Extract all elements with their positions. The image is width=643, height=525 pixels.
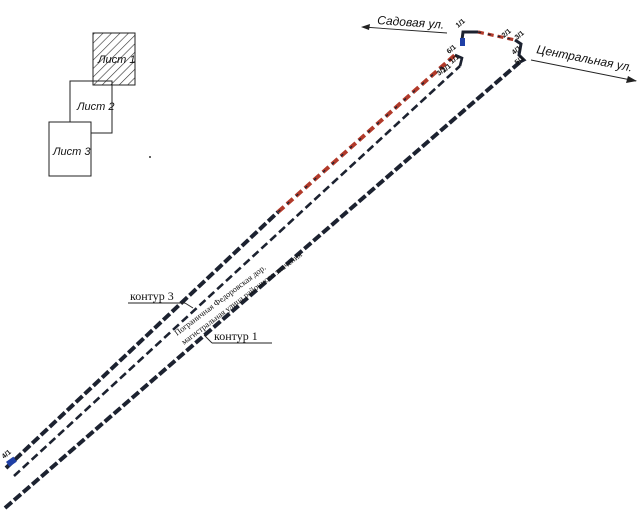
sheet-3-label: Лист 3 xyxy=(52,146,91,158)
contour-3-edge-upper-red xyxy=(276,53,457,214)
point-label: 1/1 xyxy=(449,54,461,66)
sheet-1-frame[interactable] xyxy=(92,32,136,86)
sheet-1-label: Лист 1 xyxy=(97,54,136,66)
street-centralnaya: Центральная ул. xyxy=(530,42,637,83)
contour-3-callout: контур 3 xyxy=(128,289,194,309)
contour-1-boundary xyxy=(3,30,527,510)
point-label: 5/1 xyxy=(514,55,526,67)
contour-1-label: контур 1 xyxy=(214,329,258,343)
contour-3-label: контур 3 xyxy=(130,289,174,303)
street-centralnaya-arrow xyxy=(530,59,637,82)
point-label: 2/1 xyxy=(501,28,513,40)
sheet-index: Лист 1 Лист 2 Лист 3 xyxy=(48,32,136,177)
contour-3-leader-tail xyxy=(184,302,194,309)
contour-3-top-cap xyxy=(454,53,464,67)
contour-3-edge-upper-dark-overlay xyxy=(277,54,456,213)
marker-left-blue xyxy=(6,456,17,467)
street-sadovaya-arrow xyxy=(362,26,448,34)
contour-1-leader-tail xyxy=(203,334,213,344)
stray-dot xyxy=(149,156,151,158)
contour-1-top-connector xyxy=(460,30,478,41)
marker-top-blue xyxy=(460,38,465,46)
sheet-3-frame[interactable] xyxy=(48,121,92,177)
contour-1-corner xyxy=(514,38,527,64)
street-sadovaya-arrowhead xyxy=(361,24,370,30)
street-sadovaya: Садовая ул. xyxy=(361,13,448,34)
point-label: 1/1 xyxy=(455,18,467,30)
street-centralnaya-arrowhead xyxy=(626,76,637,83)
contour-3-edge-lower xyxy=(4,210,280,470)
point-labels: 1/1 2/1 3/1 4/1 5/1 6/1 1/1 2/1 3/1 4/1 xyxy=(1,18,526,461)
point-label: 6/1 xyxy=(446,44,458,56)
point-label: 4/1 xyxy=(1,449,13,461)
street-centralnaya-label: Центральная ул. xyxy=(535,42,633,74)
point-label: 3/1 xyxy=(436,66,448,78)
sheet-2-label: Лист 2 xyxy=(76,101,115,113)
contour-1-callout: контур 1 xyxy=(203,329,272,344)
contour-3-boundary xyxy=(4,53,464,477)
contour-1-edge xyxy=(3,60,522,510)
point-label: 4/1 xyxy=(511,45,523,57)
point-label: 3/1 xyxy=(514,30,526,42)
street-sadovaya-label: Садовая ул. xyxy=(377,13,445,32)
point-label: 2/1 xyxy=(441,63,453,75)
contour-3-edge-inner xyxy=(13,65,461,477)
contour-1-top-dark xyxy=(477,31,516,41)
